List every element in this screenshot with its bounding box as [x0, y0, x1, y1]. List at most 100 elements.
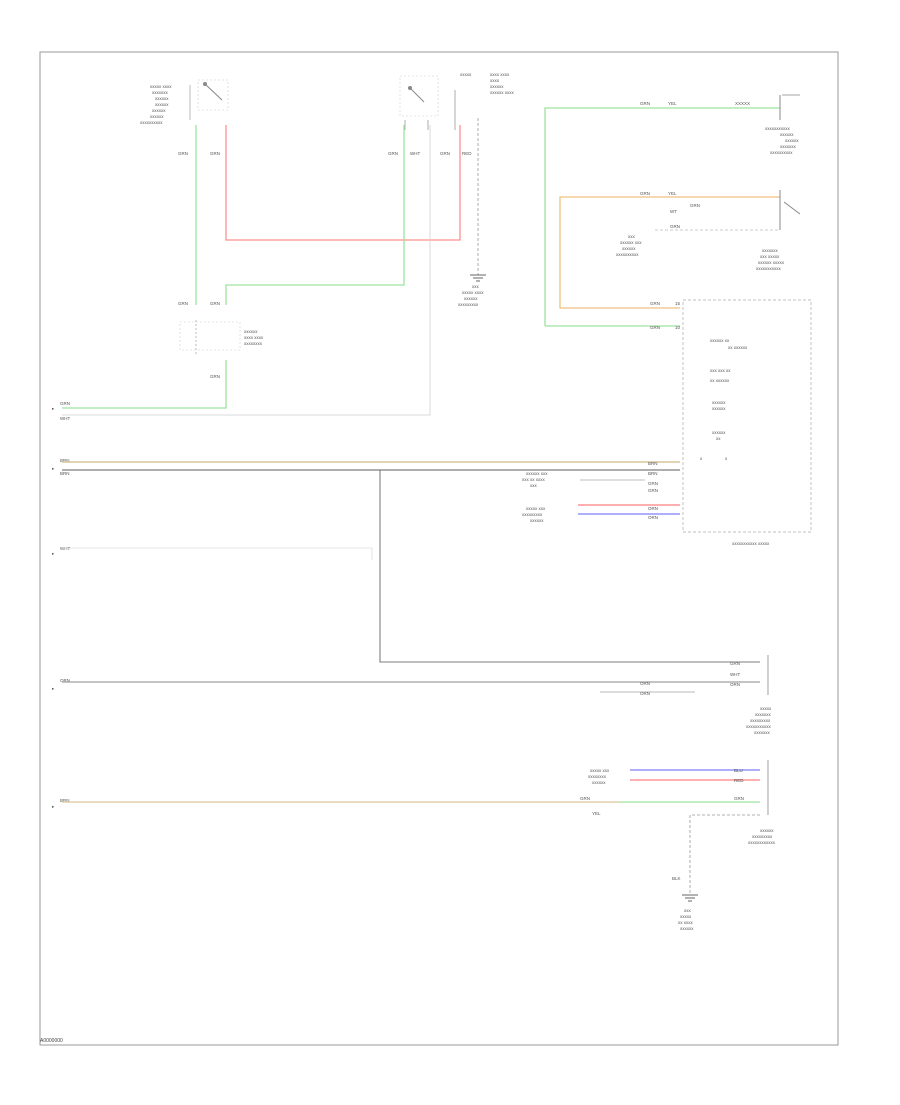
svg-text:xxxxxxxxxxx: xxxxxxxxxxx — [746, 724, 772, 729]
svg-text:YEL: YEL — [668, 191, 677, 196]
svg-text:xx xxxx: xx xxxx — [678, 920, 694, 925]
gray-drop-wire — [379, 470, 760, 663]
svg-text:xxxxxx: xxxxxx — [155, 102, 169, 107]
top-connector-labels: GRN GRN GRN WHT GRN RED — [178, 151, 472, 156]
svg-text:BLU: BLU — [734, 768, 743, 773]
svg-text:xxx: xxx — [472, 284, 480, 289]
svg-text:BRN: BRN — [60, 471, 70, 476]
svg-text:BRN: BRN — [648, 471, 658, 476]
svg-text:xxxxxxxxxxx: xxxxxxxxxxx — [765, 126, 791, 131]
svg-text:xxx xxx xx: xxx xxx xx — [710, 368, 731, 373]
svg-text:GRN: GRN — [648, 488, 658, 493]
svg-text:ORN: ORN — [60, 678, 70, 683]
svg-text:WHT: WHT — [730, 672, 740, 677]
svg-text:YEL: YEL — [668, 101, 677, 106]
green-wire-left-b — [62, 360, 227, 409]
svg-text:xxxxxxx: xxxxxxx — [755, 712, 772, 717]
svg-text:ORN: ORN — [640, 691, 650, 696]
ground-symbol-top: xxx xxxxx xxxx xxxxxx xxxxxxxxx — [458, 274, 486, 307]
svg-text:GRN: GRN — [60, 401, 70, 406]
svg-text:xxxxxxxxxxxx: xxxxxxxxxxxx — [748, 840, 776, 845]
svg-text:xxxxxx: xxxxxx — [760, 828, 774, 833]
svg-text:GRN: GRN — [640, 101, 650, 106]
svg-text:xxxxxx: xxxxxx — [785, 138, 799, 143]
svg-text:xxxxxxx: xxxxxxx — [754, 730, 771, 735]
svg-text:xxxxxxxxx: xxxxxxxxx — [458, 302, 479, 307]
svg-text:xxxxxx: xxxxxx — [150, 114, 164, 119]
conn-label-1: GRN — [178, 151, 188, 156]
svg-text:xx: xx — [716, 436, 721, 441]
svg-text:ORN: ORN — [640, 681, 650, 686]
svg-text:xxxxxx: xxxxxx — [244, 329, 258, 334]
conn-label-6: RED — [462, 151, 472, 156]
diagram-frame — [39, 51, 839, 1046]
top-left-switch: xxxxx xxxx xxxxxxx xxxxxx xxxxxx xxxxxx … — [140, 79, 229, 125]
top-right-sensor: GRN YEL XXXXX xxxxxxxxxxx xxxxxx xxxxxx … — [640, 94, 800, 155]
svg-text:GRN: GRN — [210, 301, 220, 306]
svg-text:RED: RED — [734, 778, 744, 783]
svg-text:xxxxxx: xxxxxx — [622, 246, 636, 251]
svg-text:BRN: BRN — [648, 461, 658, 466]
svg-text:xxxxxx: xxxxxx — [464, 296, 478, 301]
svg-text:xxx xx xxxx: xxx xx xxxx — [522, 477, 546, 482]
right-switch: GRN YEL GRN WT GRN xxx xxxxxx xxx xxxxxx… — [616, 190, 801, 271]
svg-text:xxxxx xxxx: xxxxx xxxx — [462, 290, 484, 295]
svg-text:x: x — [725, 456, 728, 461]
svg-text:xxxxxx: xxxxxx — [680, 926, 694, 931]
svg-text:xxxxx: xxxxx — [460, 72, 472, 77]
svg-text:xxxx xxxx: xxxx xxxx — [490, 72, 510, 77]
svg-text:xxxxx: xxxxx — [760, 706, 772, 711]
svg-text:xxxxxx xx: xxxxxx xx — [710, 338, 730, 343]
svg-text:BRN: BRN — [60, 458, 70, 463]
red-wire — [225, 125, 461, 241]
svg-text:GRN: GRN — [734, 796, 744, 801]
svg-text:xxxxxxxxxxx: xxxxxxxxxxx — [756, 266, 782, 271]
svg-text:xxxxxx: xxxxxx — [530, 518, 544, 523]
svg-text:xxxxxx xxx: xxxxxx xxx — [526, 471, 548, 476]
svg-text:xxxxxxxxx: xxxxxxxxx — [522, 512, 543, 517]
svg-text:▸: ▸ — [52, 406, 55, 411]
svg-text:xxxxxx xxxxx: xxxxxx xxxxx — [758, 260, 785, 265]
svg-text:xxxxxx: xxxxxx — [712, 430, 726, 435]
svg-text:ORN: ORN — [648, 515, 658, 520]
svg-text:xxx: xxx — [530, 483, 538, 488]
svg-text:BRN: BRN — [60, 798, 70, 803]
top-middle-switch: xxxxx xxxx xxxx xxxx xxxxxx xxxxxx xxxx — [399, 72, 515, 130]
svg-text:GRN: GRN — [178, 301, 188, 306]
svg-text:xxxxxx: xxxxxx — [152, 108, 166, 113]
svg-text:x: x — [700, 456, 703, 461]
svg-text:GRN: GRN — [650, 301, 660, 306]
svg-text:xxxxxxx: xxxxxxx — [780, 144, 797, 149]
svg-text:GRN: GRN — [730, 661, 740, 666]
svg-text:15: 15 — [675, 301, 681, 306]
left-edge-labels: GRN WHT BRN BRN WHT ORN BRN ▸ ▸ ▸ ▸ ▸ — [52, 401, 70, 809]
svg-text:xxxx xxxx: xxxx xxxx — [244, 335, 264, 340]
svg-text:XXXXX: XXXXX — [735, 101, 750, 106]
connector-block-left: GRN GRN xxxxxx xxxx xxxx xxxxxxxx GRN — [178, 301, 264, 379]
svg-text:WHT: WHT — [60, 546, 70, 551]
svg-text:xxxxxxxxxx: xxxxxxxxxx — [616, 252, 639, 257]
green-wire-right — [544, 107, 780, 326]
svg-text:GRN: GRN — [210, 374, 220, 379]
svg-text:xxxxxxx: xxxxxxx — [762, 248, 779, 253]
svg-text:ORN: ORN — [648, 506, 658, 511]
green-wire-middle — [225, 125, 405, 305]
svg-text:GRN: GRN — [670, 224, 680, 229]
svg-text:WHT: WHT — [60, 416, 70, 421]
svg-text:WT: WT — [670, 209, 677, 214]
combination-meter: GRN 15 GRN 10 xxxxxx xx xx xxxxxx xxx xx… — [650, 299, 812, 546]
svg-text:xxxxxx: xxxxxx — [490, 84, 504, 89]
svg-text:xxxxxx xxx: xxxxxx xxx — [620, 240, 642, 245]
svg-text:xxxxxx: xxxxxx — [155, 96, 169, 101]
svg-text:GRN: GRN — [650, 325, 660, 330]
svg-text:xxxxxxxx: xxxxxxxx — [244, 341, 263, 346]
svg-text:xxx xxxxx: xxx xxxxx — [760, 254, 780, 259]
svg-text:xxx: xxx — [684, 908, 692, 913]
svg-text:YEL: YEL — [592, 811, 601, 816]
svg-text:xxxxx: xxxxx — [680, 914, 692, 919]
svg-text:GRN: GRN — [580, 796, 590, 801]
ground-symbol-bottom: BLK xxx xxxxx xx xxxx xxxxxx — [672, 814, 760, 931]
diagram-code: A0000000 — [40, 1038, 63, 1044]
